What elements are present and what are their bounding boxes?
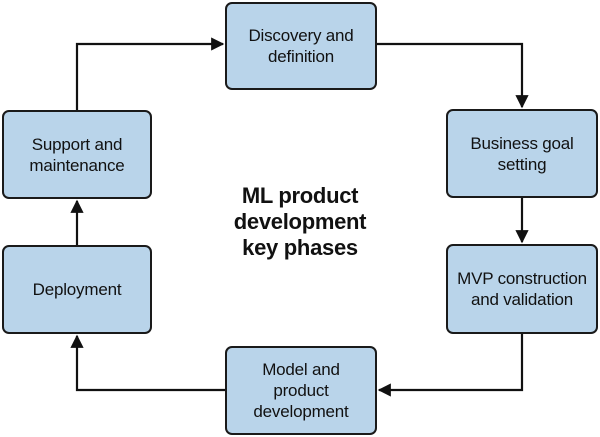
phase-mvp-box: MVP construction and validation <box>446 244 598 334</box>
phase-business-goal-label: Business goal setting <box>470 133 574 174</box>
phase-deployment-label: Deployment <box>32 280 122 299</box>
arrow-model-to-deployment <box>70 334 225 392</box>
arrow-discovery-to-business <box>377 42 529 109</box>
phase-mvp-label: MVP construction and validation <box>457 269 587 309</box>
phase-model-development-box: Model and product development <box>225 346 377 435</box>
phase-business-goal-box: Business goal setting <box>446 109 598 198</box>
arrow-support-to-discovery <box>75 37 225 110</box>
diagram-center-title: ML product development key phases <box>233 183 367 260</box>
phase-model-development-label: Model and product development <box>253 360 349 421</box>
phase-discovery-label: Discovery and definition <box>248 26 354 66</box>
phase-support-box: Support and maintenance <box>2 110 152 199</box>
phase-discovery-box: Discovery and definition <box>225 2 377 90</box>
arrow-mvp-to-model <box>377 334 524 397</box>
phase-support-label: Support and maintenance <box>29 134 125 175</box>
phase-deployment-box: Deployment <box>2 245 152 334</box>
